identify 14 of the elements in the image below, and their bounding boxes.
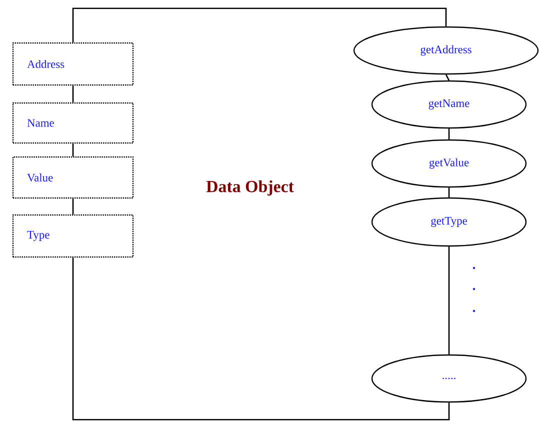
title-text: Data Object xyxy=(206,180,294,196)
connector-line xyxy=(445,74,450,81)
connector-line xyxy=(448,128,450,140)
dotted-box: Type xyxy=(12,214,134,258)
connector-line xyxy=(448,246,450,354)
connector-line xyxy=(72,86,74,102)
connector-line xyxy=(72,144,74,156)
dotted-box: Address xyxy=(12,42,134,86)
dotted-box: Name xyxy=(12,102,134,144)
connector-line xyxy=(72,198,74,214)
connector-line xyxy=(448,188,450,198)
connector-line xyxy=(72,258,450,420)
dotted-box: Value xyxy=(12,156,134,199)
connector-line xyxy=(72,8,447,42)
